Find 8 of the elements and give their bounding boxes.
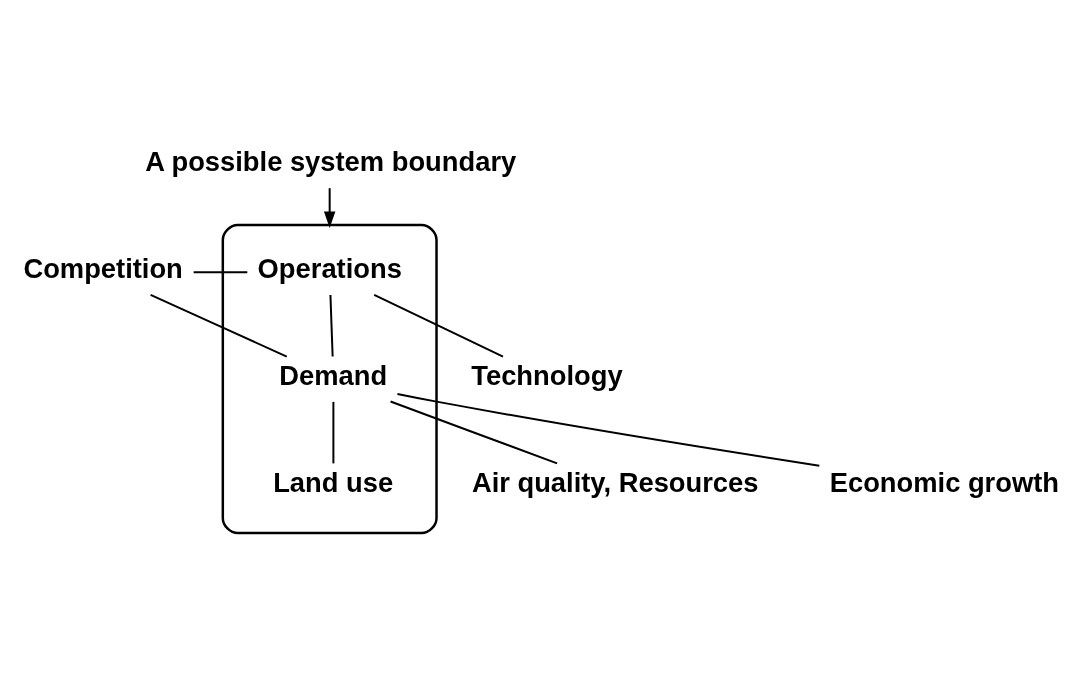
node-text: Competition bbox=[23, 252, 183, 284]
node-text: Technology bbox=[471, 359, 623, 391]
node-text: Operations bbox=[257, 252, 402, 284]
node-text: Economic growth bbox=[829, 466, 1060, 498]
node-text: Land use bbox=[273, 466, 394, 498]
node-text: Demand bbox=[279, 359, 388, 391]
node-text: Air quality, Resources bbox=[471, 466, 759, 498]
node-text: A possible system boundary bbox=[145, 146, 517, 178]
